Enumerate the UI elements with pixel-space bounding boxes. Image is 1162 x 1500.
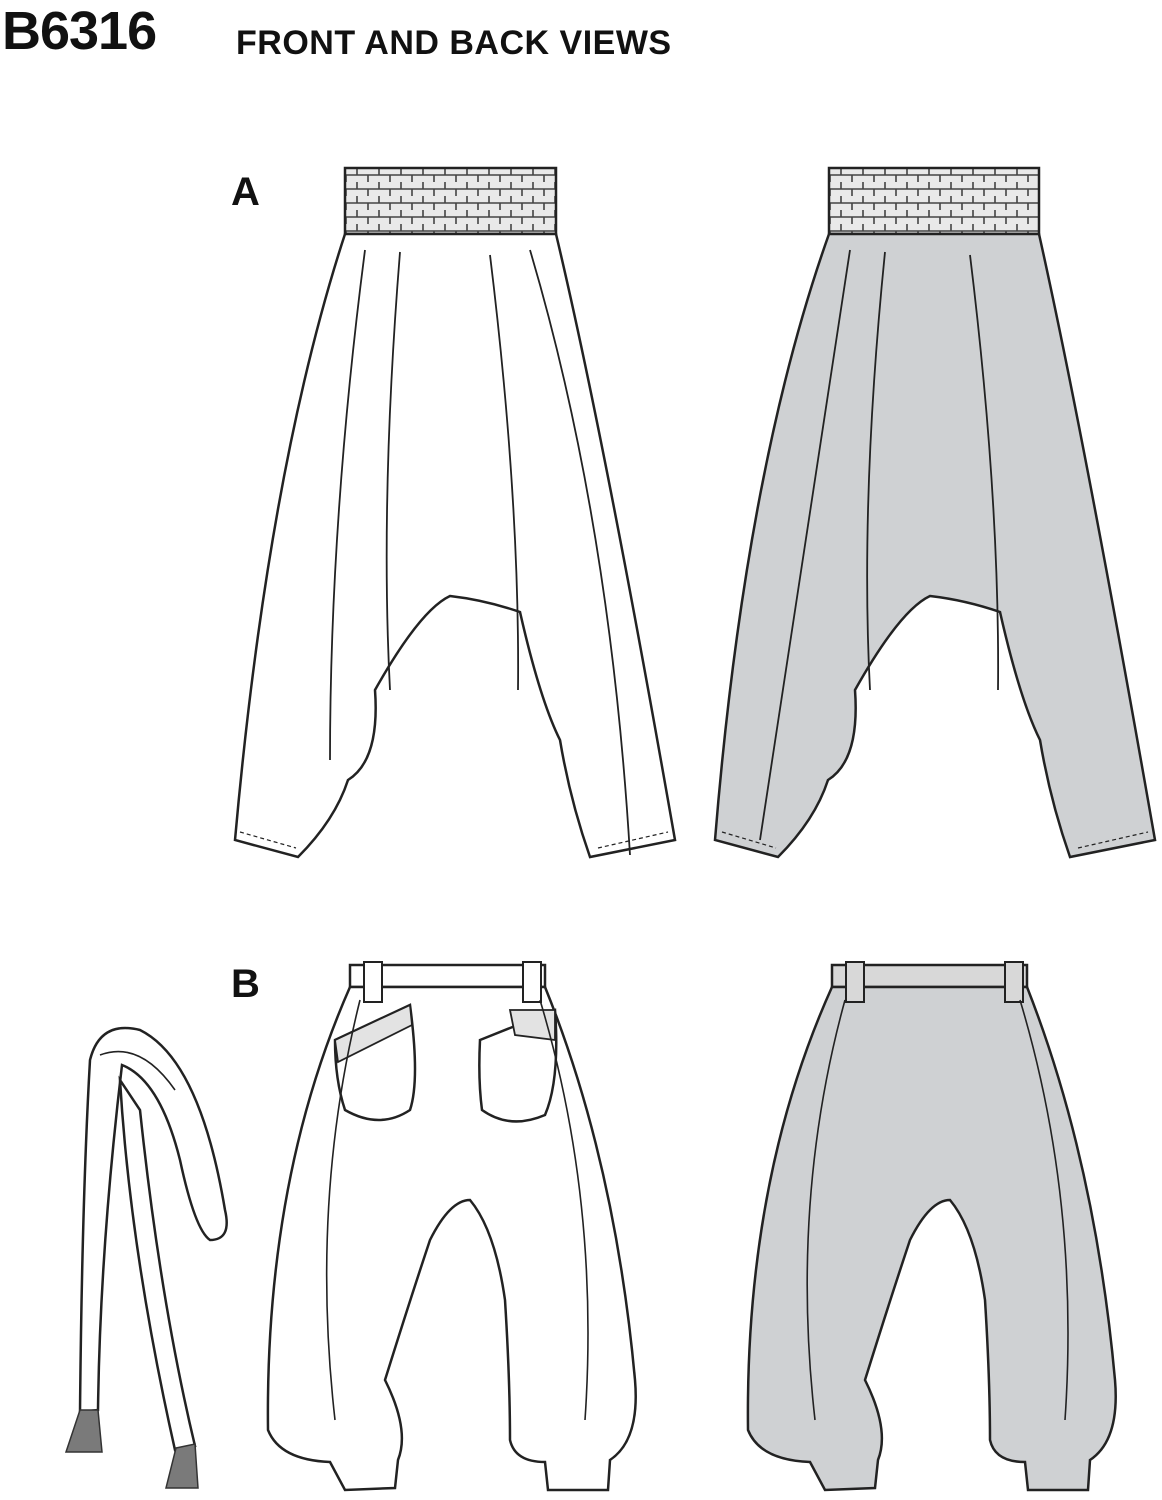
view-a-front xyxy=(233,166,677,859)
belt-loop xyxy=(522,961,542,1003)
belt-loop xyxy=(363,961,383,1003)
trouser-body xyxy=(713,232,1157,859)
trouser-body xyxy=(266,985,637,1492)
page-subtitle: FRONT AND BACK VIEWS xyxy=(236,24,672,62)
trouser-body xyxy=(746,985,1117,1492)
view-label-b: B xyxy=(231,962,260,1006)
pattern-code: B6316 xyxy=(2,1,157,61)
belt-loop xyxy=(845,961,865,1003)
view-label-a: A xyxy=(231,170,260,214)
tassel-right xyxy=(165,1443,199,1489)
tie-belt xyxy=(64,1026,228,1489)
tassel-left xyxy=(64,1409,103,1453)
smocked-waistband xyxy=(343,166,558,236)
view-b-front xyxy=(266,961,637,1492)
belt-loop xyxy=(1004,961,1024,1003)
trouser-body xyxy=(233,232,677,859)
view-b-back xyxy=(746,961,1117,1492)
view-a-back xyxy=(713,166,1157,859)
smocked-waistband xyxy=(827,166,1041,236)
